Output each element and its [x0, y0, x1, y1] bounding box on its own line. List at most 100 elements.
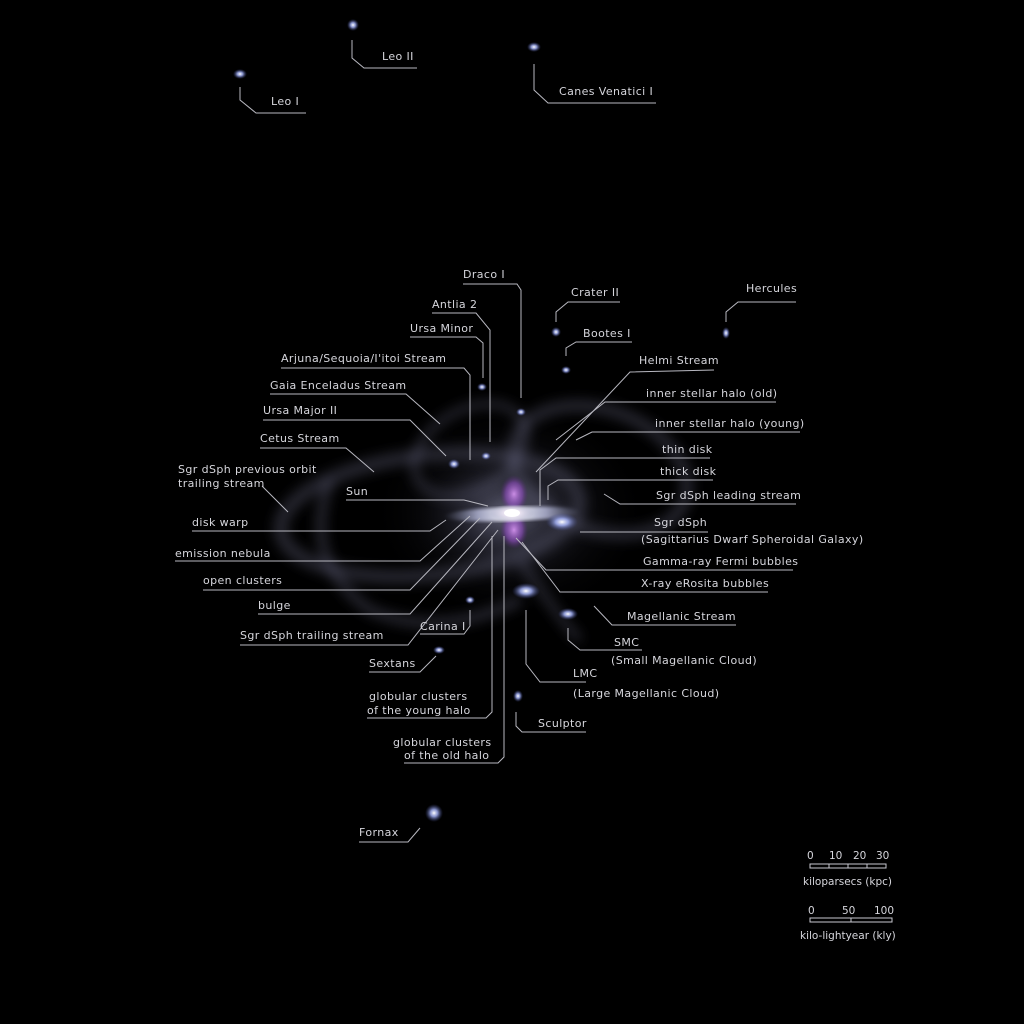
label-erosita-bubbles: X-ray eRosita bubbles — [641, 577, 770, 590]
leader-line-thick — [547, 479, 713, 500]
kpc-tick-30: 30 — [876, 850, 890, 862]
leader-line-hercules — [725, 301, 796, 322]
leader-line-erosita — [521, 541, 768, 593]
kly-tick-100: 100 — [874, 905, 895, 917]
label-sun: Sun — [346, 485, 369, 498]
label-sgr-dsph-full: (Sagittarius Dwarf Spheroidal Galaxy) — [641, 533, 864, 546]
label-inner-halo-young: inner stellar halo (young) — [655, 417, 805, 430]
leader-line-open-cl — [203, 517, 481, 591]
label-antlia-2: Antlia 2 — [432, 298, 478, 311]
dwarf-galaxy-leo-ii — [347, 19, 359, 31]
leader-line-inner-young — [575, 431, 800, 441]
leader-line-leo-i — [239, 87, 306, 114]
label-arjuna-stream: Arjuna/Sequoia/I'itoi Stream — [281, 352, 447, 365]
kpc-tick-20: 20 — [853, 850, 867, 862]
label-gc-old-1: globular clusters — [393, 736, 492, 749]
leader-line-sextans — [369, 655, 437, 673]
fermi-bubble-north — [500, 475, 528, 513]
label-gaia-enceladus: Gaia Enceladus Stream — [270, 379, 407, 392]
label-lmc: LMC — [573, 667, 598, 680]
label-sgr-dsph: Sgr dSph — [654, 516, 708, 529]
leader-line-ursa-minor — [410, 336, 484, 378]
label-sgr-leading: Sgr dSph leading stream — [656, 489, 802, 502]
label-emission-nebula: emission nebula — [175, 547, 271, 560]
dwarf-galaxy-ursa-minor — [477, 383, 487, 391]
label-sextans: Sextans — [369, 657, 416, 670]
leader-line-fermi — [515, 537, 793, 571]
leader-line-gc-old — [404, 536, 505, 764]
label-gc-young-1: globular clusters — [369, 690, 468, 703]
dwarf-galaxy-crater-ii — [551, 327, 561, 337]
leader-line-sculptor — [515, 712, 586, 733]
dwarf-galaxy-sextans — [433, 646, 445, 654]
leader-lines — [175, 40, 800, 843]
leader-line-lmc — [525, 610, 586, 683]
label-gc-old-2: of the old halo — [404, 749, 490, 762]
label-gc-young-2: of the young halo — [367, 704, 471, 717]
leader-line-emission — [175, 515, 471, 562]
leader-line-draco — [463, 283, 522, 398]
leader-line-fornax — [359, 827, 421, 843]
label-disk-warp: disk warp — [192, 516, 249, 529]
dwarf-galaxy-bootes-i — [561, 366, 571, 374]
label-sgr-prev-orbit-2: trailing stream — [178, 477, 265, 490]
leader-line-sgr-lead — [603, 493, 796, 505]
dwarf-galaxy-sculptor — [513, 690, 523, 702]
label-ursa-major-ii: Ursa Major II — [263, 404, 338, 417]
label-bulge: bulge — [258, 599, 291, 612]
label-lmc-full: (Large Magellanic Cloud) — [573, 687, 720, 700]
dwarf-galaxy-canes-venatici-i — [527, 42, 541, 52]
leader-line-sgr-prev — [261, 485, 289, 513]
label-fermi-bubbles: Gamma-ray Fermi bubbles — [643, 555, 799, 568]
label-hercules: Hercules — [746, 282, 798, 295]
label-sgr-prev-orbit-1: Sgr dSph previous orbit — [178, 463, 317, 476]
scale-bars — [809, 863, 893, 923]
satellite-galaxies — [233, 19, 730, 822]
leader-line-gaia — [270, 393, 441, 425]
label-canes-venatici-i: Canes Venatici I — [559, 85, 654, 98]
kly-tick-50: 50 — [842, 905, 856, 917]
kpc-tick-0: 0 — [807, 850, 814, 862]
label-smc-full: (Small Magellanic Cloud) — [611, 654, 758, 667]
kly-scale-label: kilo-lightyear (kly) — [800, 930, 896, 942]
dwarf-galaxy-antlia-2 — [481, 452, 491, 460]
label-thick-disk: thick disk — [660, 465, 717, 478]
label-thin-disk: thin disk — [662, 443, 713, 456]
label-smc: SMC — [614, 636, 640, 649]
dwarf-galaxy-leo-i — [233, 69, 247, 79]
leader-line-thin — [539, 457, 710, 506]
kpc-tick-10: 10 — [829, 850, 843, 862]
leader-line-antlia — [432, 312, 491, 442]
kly-tick-0: 0 — [808, 905, 815, 917]
leader-line-crater — [555, 301, 620, 322]
leader-line-sun — [346, 499, 489, 507]
leader-line-inner-old — [555, 401, 776, 441]
leader-line-bulge — [258, 521, 493, 615]
leader-line-helmi — [535, 369, 715, 473]
label-helmi-stream: Helmi Stream — [639, 354, 719, 367]
label-fornax: Fornax — [359, 826, 399, 839]
dwarf-galaxy-ursa-major-ii — [448, 459, 460, 469]
label-crater-ii: Crater II — [571, 286, 620, 299]
label-carina-i: Carina I — [420, 620, 466, 633]
kpc-scale-label: kiloparsecs (kpc) — [803, 876, 892, 888]
label-inner-halo-old: inner stellar halo (old) — [646, 387, 778, 400]
leader-line-canes-venatici — [533, 64, 656, 104]
leader-line-gc-young — [367, 536, 493, 719]
label-open-clusters: open clusters — [203, 574, 283, 587]
leader-line-bootes — [565, 341, 632, 356]
label-sculptor: Sculptor — [538, 717, 587, 730]
dwarf-galaxy-carina-i — [465, 596, 475, 604]
dwarf-galaxy-fornax — [425, 804, 443, 822]
dwarf-galaxy-draco-i — [516, 408, 526, 416]
dwarf-galaxy-lmc — [512, 583, 540, 599]
label-cetus-stream: Cetus Stream — [260, 432, 340, 445]
label-leo-i: Leo I — [271, 95, 300, 108]
dwarf-galaxy-hercules — [722, 327, 730, 339]
leader-line-carina — [420, 610, 471, 635]
galactic-disk — [444, 504, 580, 522]
leader-line-arjuna — [281, 367, 471, 460]
label-bootes-i: Bootes I — [583, 327, 631, 340]
